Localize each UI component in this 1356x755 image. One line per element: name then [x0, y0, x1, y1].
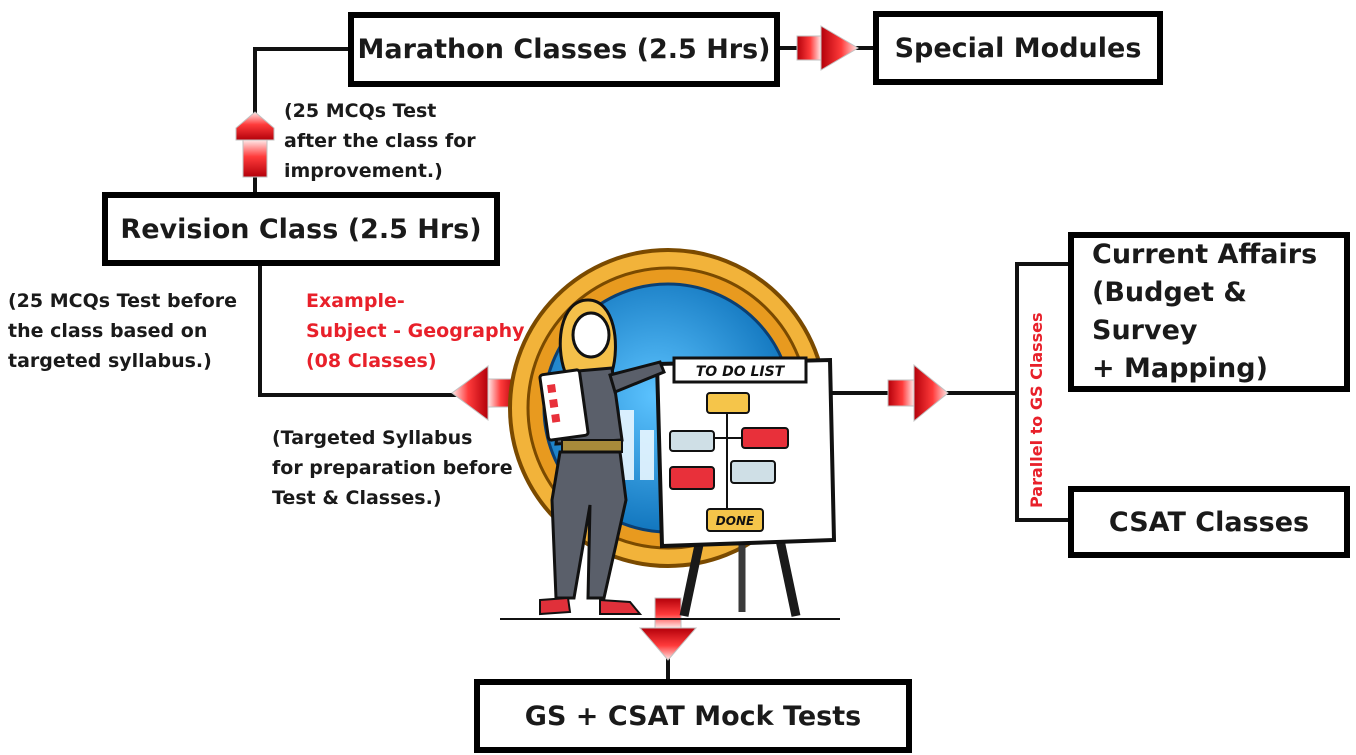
easel-icon: TO DO LIST DONE: [654, 356, 837, 617]
csat-classes-label: CSAT Classes: [1108, 506, 1310, 538]
arrow-down-to-mock: [638, 597, 698, 661]
current-affairs-label: Current Affairs (Budget & Survey + Mappi…: [1092, 239, 1318, 384]
connector-to-mock: [666, 650, 670, 682]
csat-classes-box: CSAT Classes: [1068, 486, 1350, 558]
connector-board-right: [830, 391, 890, 395]
special-modules-label: Special Modules: [894, 32, 1142, 64]
note-before-class: (25 MCQs Test before the class based on …: [8, 290, 238, 372]
mock-tests-box: GS + CSAT Mock Tests: [474, 679, 912, 753]
connector-marathon-left: [255, 47, 350, 51]
arrow-right-to-special: [796, 25, 859, 71]
special-modules-box: Special Modules: [873, 11, 1163, 85]
connector-to-current-affairs: [1015, 262, 1070, 266]
woman-presenter-icon: [538, 298, 666, 616]
note-after-class: (25 MCQs Test after the class for improv…: [284, 100, 476, 182]
marathon-classes-label: Marathon Classes (2.5 Hrs): [357, 34, 771, 65]
revision-class-box: Revision Class (2.5 Hrs): [102, 192, 500, 266]
revision-class-label: Revision Class (2.5 Hrs): [120, 213, 482, 245]
connector-right-vertical: [1015, 262, 1019, 521]
connector-to-csat: [1015, 518, 1070, 522]
current-affairs-box: Current Affairs (Budget & Survey + Mappi…: [1068, 232, 1350, 392]
mock-tests-label: GS + CSAT Mock Tests: [524, 700, 862, 732]
marathon-classes-box: Marathon Classes (2.5 Hrs): [348, 12, 780, 87]
arrow-up-to-marathon: [235, 111, 275, 178]
done-label: DONE: [716, 514, 755, 528]
note-targeted-syllabus: (Targeted Syllabus for preparation befor…: [272, 427, 513, 509]
parallel-label: Parallel to GS Classes: [1027, 312, 1046, 508]
connector-bottom-horizontal: [258, 393, 458, 397]
arrow-right-to-parallel: [887, 363, 949, 423]
connector-right-horizontal: [945, 391, 1017, 395]
todo-list-title: TO DO LIST: [696, 364, 786, 380]
connector-revision-down: [258, 265, 262, 395]
note-example-subject: Example- Subject - Geography (08 Classes…: [306, 290, 525, 372]
